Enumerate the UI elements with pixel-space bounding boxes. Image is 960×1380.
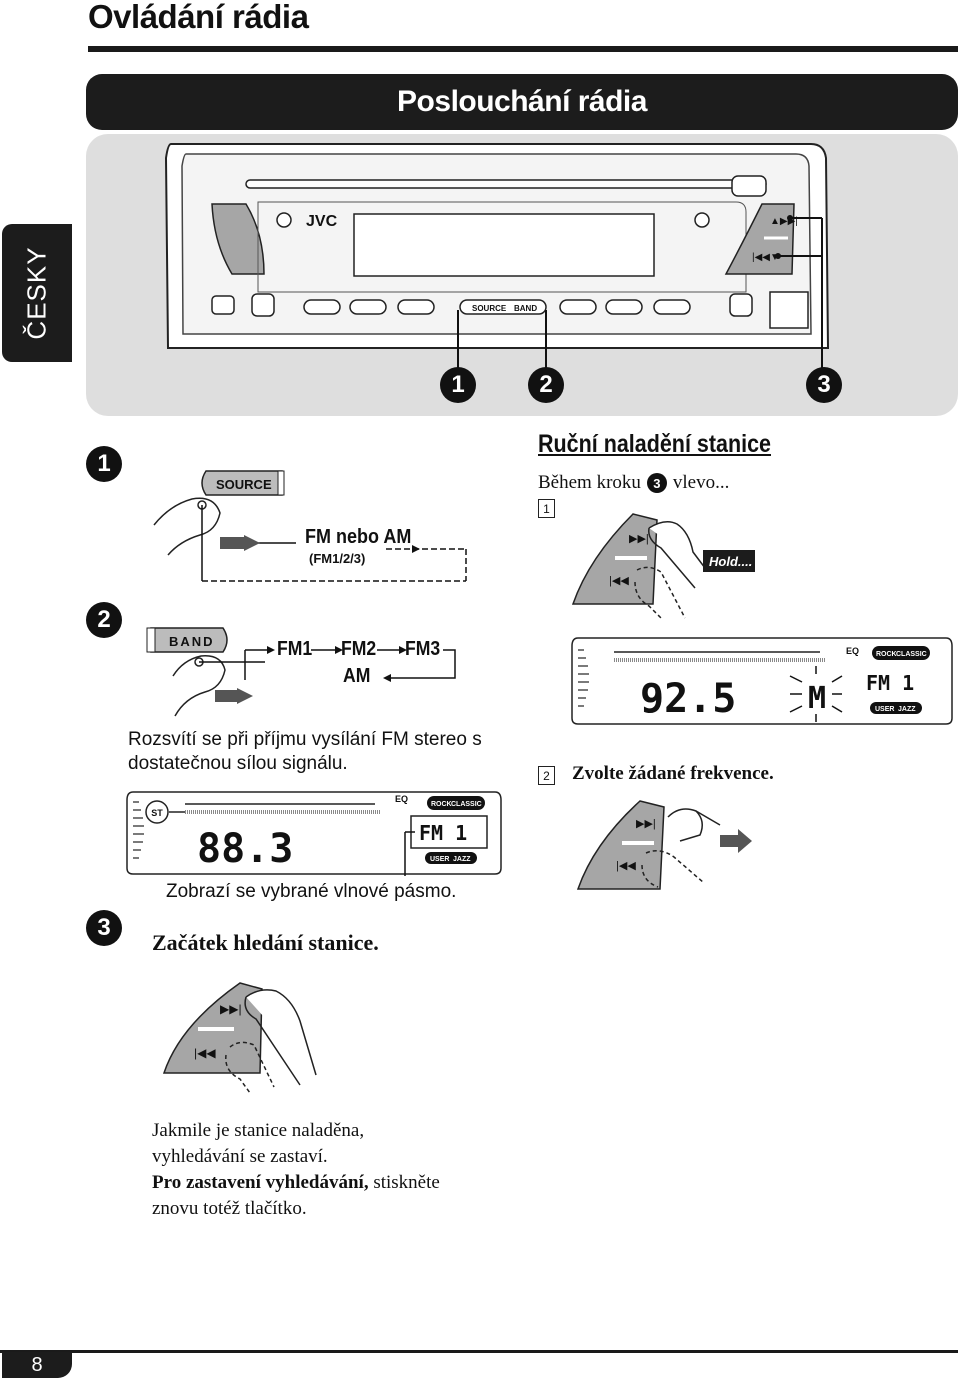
seek-tap-illustration: ▶▶| |◀◀ xyxy=(576,800,752,890)
manual-m-indicator: M xyxy=(808,681,826,716)
svg-text:|◀◀: |◀◀ xyxy=(616,860,636,872)
lcd-display-step-2: ST EQ ROCK CLASSIC USER JAZZ FM 1 88.3 xyxy=(126,791,502,876)
svg-text:▲▶▶|: ▲▶▶| xyxy=(770,216,798,227)
page-title: Ovládání rádia xyxy=(88,0,309,35)
manual-tuning-heading: Ruční naladění stanice xyxy=(538,430,771,458)
language-tab-label: ČESKY xyxy=(21,246,52,340)
display-frequency: 88.3 xyxy=(197,826,293,872)
step-1-result: FM nebo AM xyxy=(305,526,412,548)
band-caption: Zobrazí se vybrané vlnové pásmo. xyxy=(166,881,457,902)
svg-text:▶▶|: ▶▶| xyxy=(636,818,656,830)
step-2-illustration: BAND xyxy=(146,627,456,717)
volume-knob[interactable] xyxy=(211,203,265,275)
step-3-result-2: vyhledávání se zastaví. xyxy=(152,1146,328,1167)
svg-text:USER: USER xyxy=(875,706,894,713)
manual-intro-suffix: vlevo... xyxy=(672,472,730,493)
svg-text:EQ: EQ xyxy=(395,794,408,804)
st-note-line-2: dostatečnou sílou signálu. xyxy=(128,753,348,774)
svg-text:USER: USER xyxy=(430,856,449,863)
stereo-display-window xyxy=(353,213,655,277)
svg-text:▶▶|: ▶▶| xyxy=(220,1002,242,1016)
step-3-number: 3 xyxy=(86,910,122,946)
title-rule xyxy=(88,46,958,52)
hold-label: Hold.... xyxy=(709,554,752,569)
manual-display-band: FM 1 xyxy=(866,671,914,695)
manual-substep-2-text: Zvolte žádané frekvence. xyxy=(572,763,774,784)
svg-text:|◀◀: |◀◀ xyxy=(609,575,629,587)
manual-display-frequency: 92.5 xyxy=(640,676,736,722)
step-3-stop-line-1: Pro zastavení vyhledávání, stiskněte xyxy=(152,1170,440,1196)
callout-1: 1 xyxy=(440,367,476,403)
svg-text:BAND: BAND xyxy=(169,634,215,649)
callout-2: 2 xyxy=(528,367,564,403)
section-title: Poslouchání rádia xyxy=(397,85,647,118)
svg-text:|◀◀: |◀◀ xyxy=(194,1046,216,1060)
eject-button[interactable] xyxy=(731,175,767,197)
step-1-result-sub: (FM1/2/3) xyxy=(309,551,366,566)
footer-rule xyxy=(0,1350,958,1353)
step-3-result-1: Jakmile je stanice naladěna, xyxy=(152,1120,365,1141)
section-header: Poslouchání rádia xyxy=(86,74,958,130)
page-number: 8 xyxy=(2,1352,72,1378)
svg-text:SOURCE: SOURCE xyxy=(216,477,272,492)
manual-intro-prefix: Během kroku xyxy=(538,472,641,493)
lcd-display-manual: EQ ROCK CLASSIC USER JAZZ FM 1 92.5 M xyxy=(571,637,953,725)
step-3-stop-line-2: znovu totéž tlačítko. xyxy=(152,1198,307,1219)
svg-text:BAND: BAND xyxy=(514,304,537,313)
st-note-line-1: Rozsvítí se při příjmu vysílání FM stere… xyxy=(128,729,482,750)
manual-intro: Během kroku 3 vlevo... xyxy=(538,472,729,494)
band-fm2: FM2 xyxy=(341,638,377,660)
source-button[interactable] xyxy=(201,470,283,496)
band-fm3: FM3 xyxy=(405,638,441,660)
callout-3: 3 xyxy=(806,367,842,403)
band-fm1: FM1 xyxy=(277,638,313,660)
svg-text:ROCK: ROCK xyxy=(876,651,897,658)
band-am: AM xyxy=(343,665,371,687)
manual-intro-step: 3 xyxy=(646,473,667,493)
svg-text:ROCK: ROCK xyxy=(431,801,452,808)
svg-text:▶▶|: ▶▶| xyxy=(629,533,649,545)
step-1-number: 1 xyxy=(86,446,122,482)
jvc-logo: JVC xyxy=(306,213,338,230)
svg-text:SOURCE: SOURCE xyxy=(472,304,507,313)
seek-up-press-illustration: ▶▶| |◀◀ xyxy=(162,982,317,1094)
svg-text:|◀◀▼: |◀◀▼ xyxy=(752,252,780,263)
step-3-heading: Začátek hledání stanice. xyxy=(152,930,379,955)
st-indicator: ST xyxy=(151,808,163,818)
svg-text:JAZZ: JAZZ xyxy=(898,706,916,713)
svg-text:CLASSIC: CLASSIC xyxy=(451,801,482,808)
source-band-button[interactable] xyxy=(459,299,547,315)
stereo-faceplate-illustration: JVC ▲▶▶| |◀◀▼ SOURCE BAND xyxy=(164,143,830,374)
manual-substep-1: 1 xyxy=(538,499,555,518)
svg-text:EQ: EQ xyxy=(846,646,859,656)
step-1-illustration: SOURCE xyxy=(153,470,467,582)
display-band: FM 1 xyxy=(419,821,467,845)
seek-hold-illustration: ▶▶| |◀◀ Hold.... xyxy=(571,513,755,619)
stop-bold-text: Pro zastavení vyhledávání, xyxy=(152,1172,369,1193)
band-button[interactable] xyxy=(150,627,228,653)
svg-text:CLASSIC: CLASSIC xyxy=(896,651,927,658)
language-tab: ČESKY xyxy=(2,224,72,362)
manual-substep-2: 2 xyxy=(538,766,555,785)
step-2-number: 2 xyxy=(86,602,122,638)
stop-rest-text: stiskněte xyxy=(368,1172,440,1193)
svg-text:JAZZ: JAZZ xyxy=(453,856,471,863)
